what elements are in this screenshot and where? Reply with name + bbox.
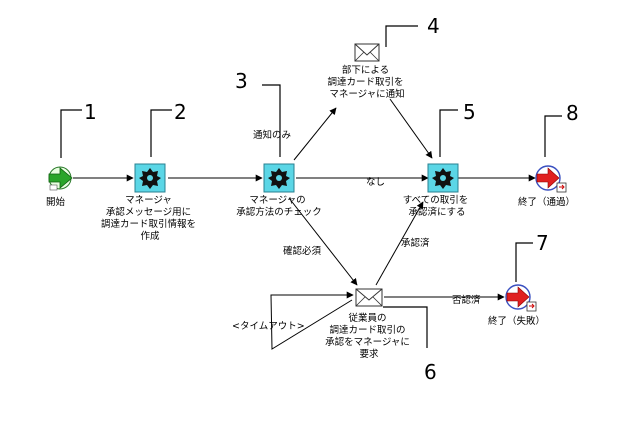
node-check-approval-method[interactable]: マネージャの 承認方法のチェック (236, 163, 322, 218)
node-label: 部下による 調達カード取引を マネージャに通知 (327, 64, 406, 100)
edge-n4-to-n5 (389, 98, 433, 159)
callout-line-2 (150, 109, 172, 157)
node-mark-all-approved[interactable]: すべての取引を 承認済にする (403, 163, 472, 218)
end-pass-node[interactable]: 終了（通過） (518, 165, 575, 208)
callout-number-1: 1 (84, 100, 97, 124)
callout-number-6: 6 (424, 360, 437, 384)
edge-label-approval-required: 確認必須 (283, 245, 322, 257)
gear-icon (134, 163, 166, 193)
node-label: すべての取引を 承認済にする (403, 195, 472, 218)
callout-line-5 (439, 109, 458, 157)
callout-number-8: 8 (566, 101, 579, 125)
edge-n6-to-n5 (375, 201, 424, 286)
edge-label-notify-only: 通知のみ (253, 129, 291, 141)
callout-number-5: 5 (463, 100, 476, 124)
edge-n3-to-n6 (288, 197, 358, 286)
callout-number-2: 2 (174, 100, 187, 124)
callout-line-8 (544, 115, 562, 157)
callout-number-4: 4 (427, 14, 440, 38)
gear-icon (427, 163, 459, 193)
end-fail-node[interactable]: 終了（失敗） (488, 284, 545, 327)
callout-number-7: 7 (536, 231, 549, 255)
edges (73, 98, 536, 350)
edge-timeout-loop (270, 291, 354, 350)
node-label: 従業員の 調達カード取引の 承認をマネージャに 要求 (325, 312, 413, 360)
callout-number-3: 3 (235, 69, 248, 93)
callout-line-1 (60, 109, 82, 158)
callout-line-6 (383, 306, 428, 348)
envelope-icon (354, 43, 380, 62)
gear-icon (263, 163, 295, 193)
edge-label-rejected: 否認済 (452, 294, 481, 306)
callout-line-3 (262, 84, 281, 157)
edge-label-approved: 承認済 (401, 237, 430, 249)
stop-arrow-icon (505, 284, 537, 312)
stop-arrow-icon (535, 165, 567, 193)
edge-n3-to-n4 (293, 107, 337, 161)
start-label: 開始 (46, 196, 66, 208)
callout-lines (60, 25, 562, 348)
end-pass-label: 終了（通過） (518, 196, 575, 208)
edge-label-none: なし (366, 177, 385, 188)
node-create-approval-message[interactable]: マネージャ 承認メッセージ用に 調達カード取引情報を 作成 (101, 163, 199, 242)
node-request-approval[interactable]: 従業員の 調達カード取引の 承認をマネージャに 要求 (325, 288, 413, 360)
node-label: マネージャ 承認メッセージ用に 調達カード取引情報を 作成 (101, 195, 199, 242)
edge-label-timeout: <タイムアウト> (232, 321, 305, 332)
callout-line-4 (385, 25, 418, 47)
node-label: マネージャの 承認方法のチェック (236, 195, 322, 218)
node-notify-manager[interactable]: 部下による 調達カード取引を マネージャに通知 (327, 43, 406, 100)
start-node[interactable]: 開始 (46, 166, 73, 208)
callout-line-7 (515, 242, 533, 282)
start-arrow-icon (48, 166, 73, 191)
envelope-icon (355, 288, 383, 307)
end-fail-label: 終了（失敗） (488, 315, 545, 327)
